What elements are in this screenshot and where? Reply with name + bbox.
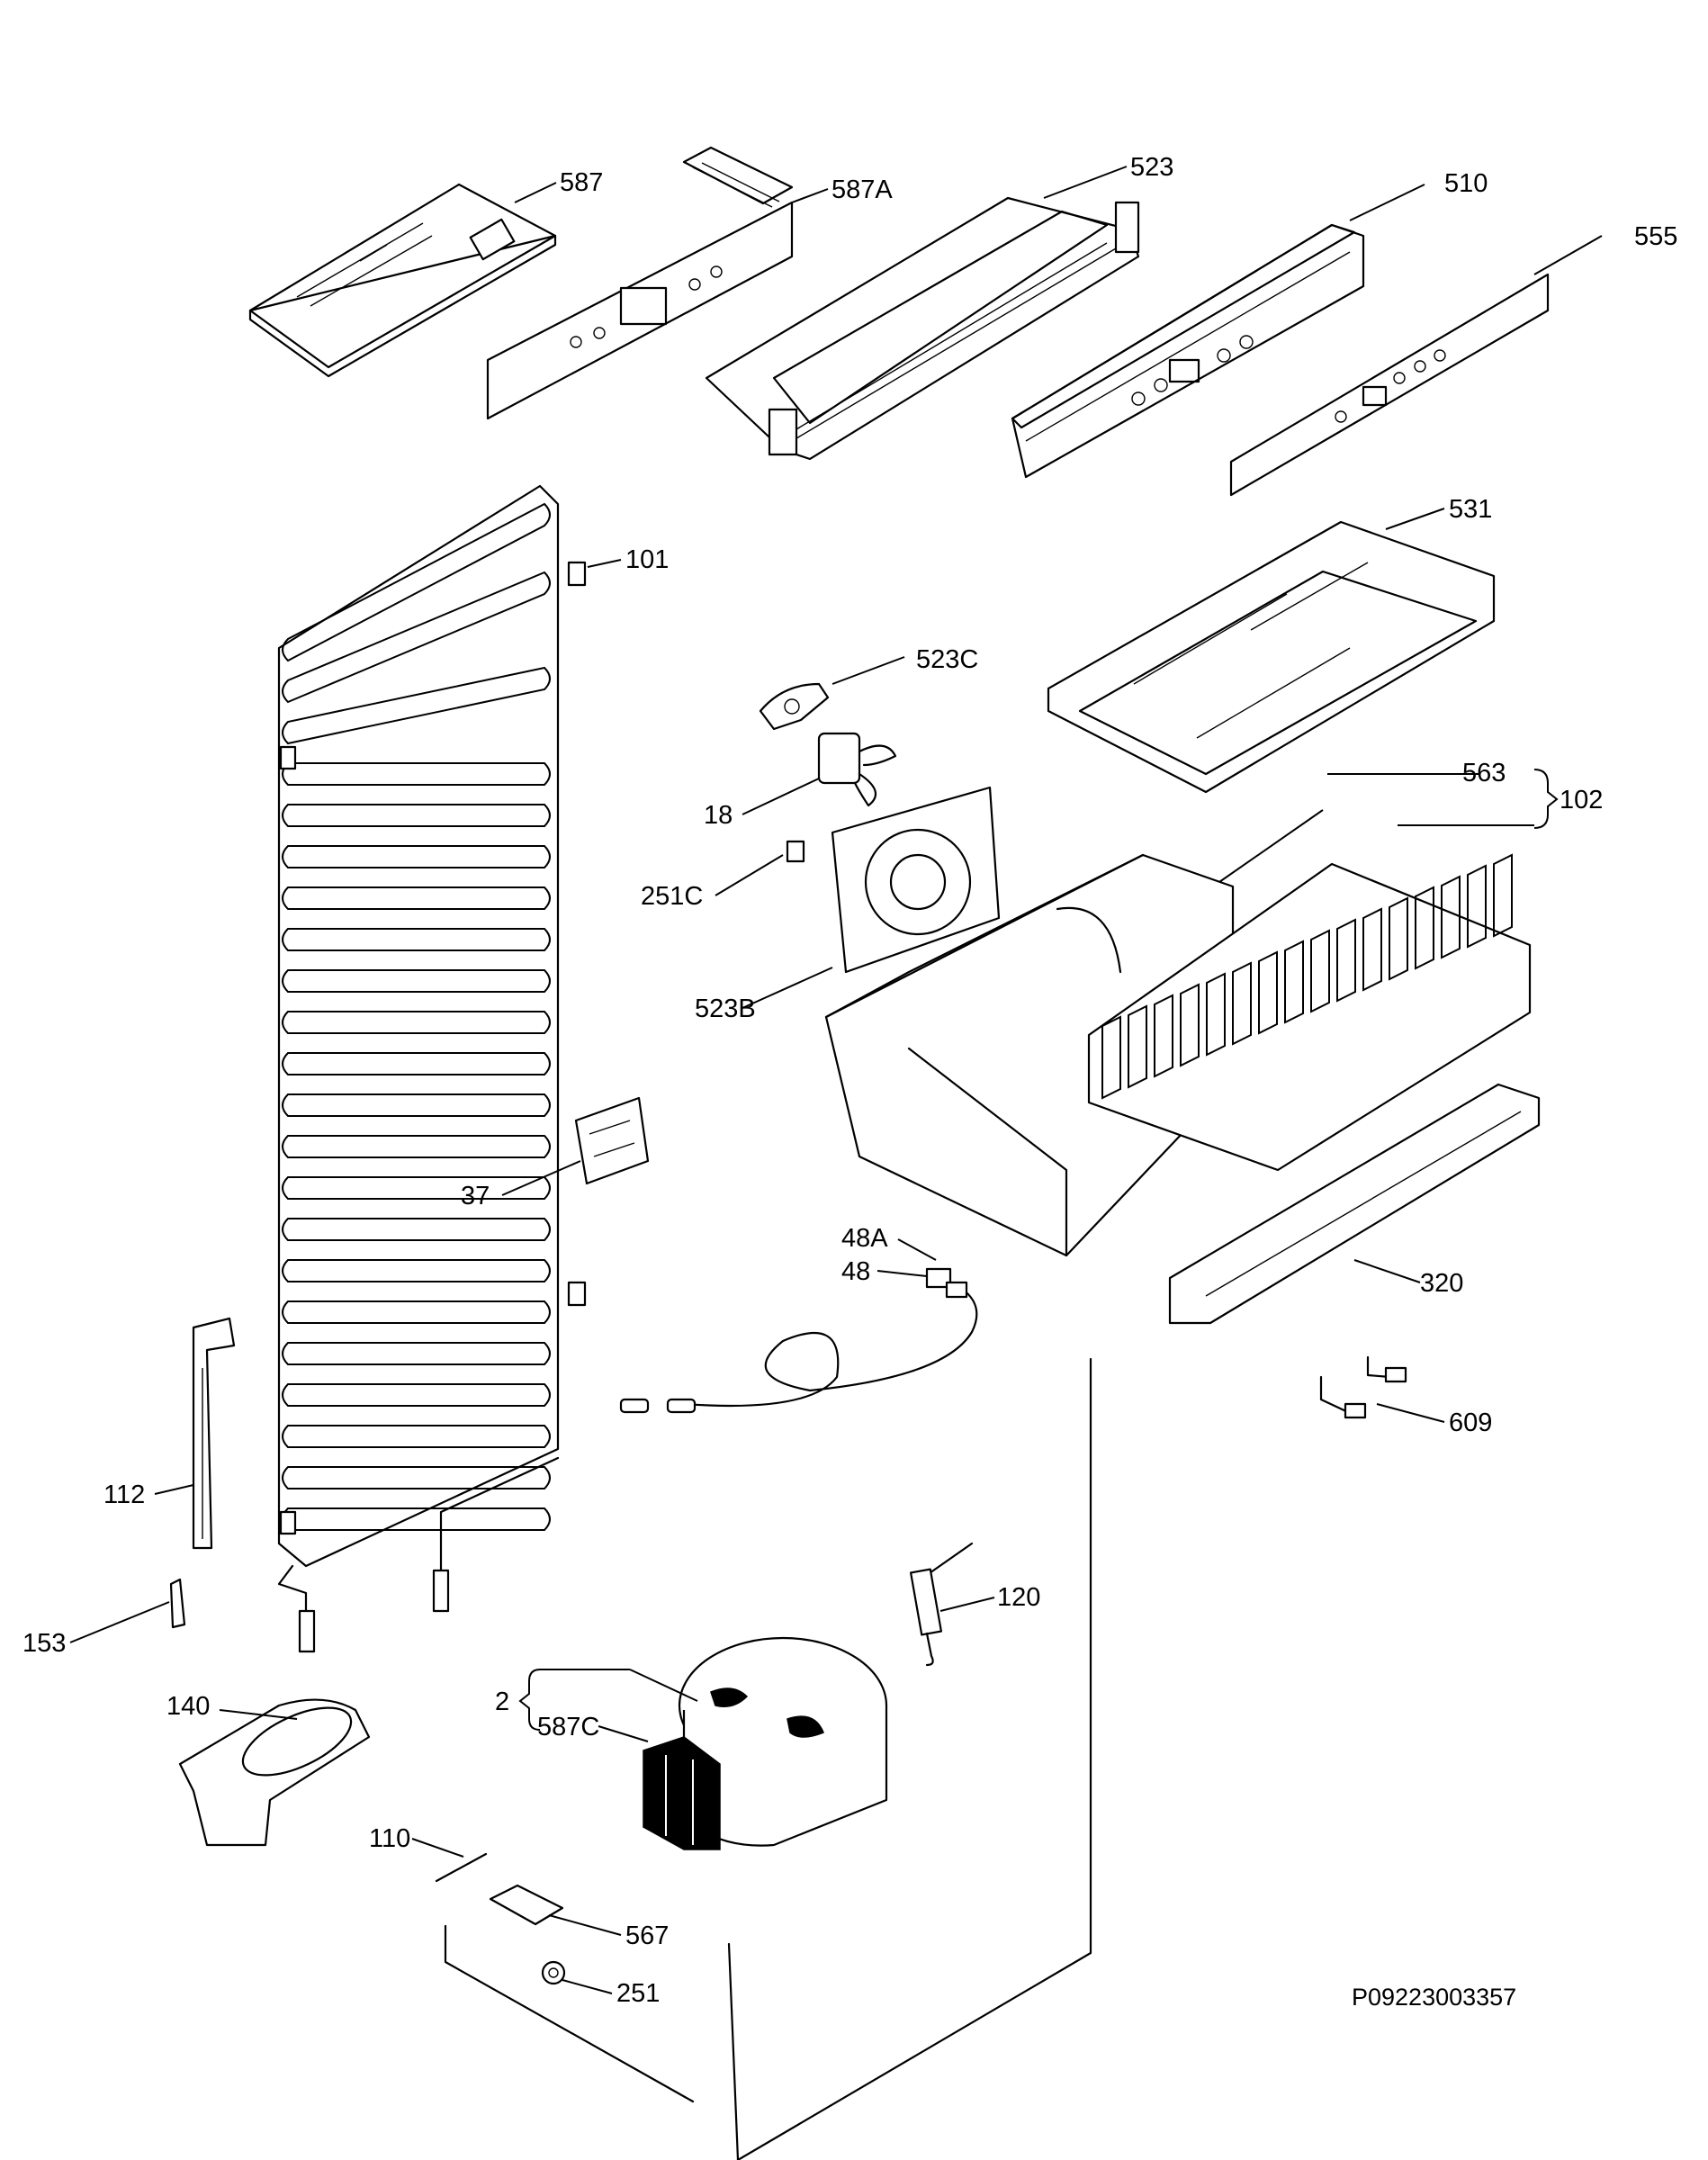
evaporator-fin-loop bbox=[1336, 918, 1356, 1003]
evaporator-fin-loop bbox=[1493, 853, 1513, 938]
condenser-coil-loop bbox=[282, 1425, 551, 1448]
evaporator-fin-loop bbox=[1310, 929, 1330, 1013]
condenser-coil-loop bbox=[282, 1218, 551, 1241]
part-251C-small-part[interactable] bbox=[786, 840, 805, 863]
label-609: 609 bbox=[1449, 1408, 1492, 1437]
label-523C: 523C bbox=[916, 645, 978, 674]
condenser-coil-loop bbox=[282, 571, 551, 704]
part-37-starter-relay[interactable] bbox=[574, 1096, 650, 1185]
evaporator-fin-loop bbox=[1180, 983, 1200, 1067]
label-251: 251 bbox=[616, 1979, 660, 2008]
part-110-tube[interactable] bbox=[435, 1852, 488, 1883]
condenser-coil-loop bbox=[282, 1342, 551, 1365]
part-112-drain-tube[interactable] bbox=[192, 1317, 236, 1550]
label-320: 320 bbox=[1420, 1269, 1463, 1298]
evaporator-fin-loop bbox=[1128, 1004, 1147, 1089]
label-140: 140 bbox=[166, 1692, 210, 1721]
part-251-plug[interactable] bbox=[541, 1960, 566, 1985]
label-587A: 587A bbox=[832, 176, 893, 204]
part-102-evaporator[interactable] bbox=[1087, 853, 1532, 1172]
part-587A-display-board[interactable] bbox=[486, 146, 794, 420]
condenser-coil-loop bbox=[282, 762, 551, 786]
reference-code: P09223003357 bbox=[1352, 1984, 1516, 2011]
part-120-filter-drier[interactable] bbox=[909, 1542, 974, 1667]
condenser-coil-loop bbox=[282, 1300, 551, 1324]
evaporator-fin-loop bbox=[1284, 940, 1304, 1024]
evaporator-fin-loop bbox=[1441, 875, 1461, 959]
part-609-connectors[interactable] bbox=[1319, 1355, 1407, 1419]
condenser-coil-loop bbox=[282, 928, 551, 951]
condenser-coil-loop bbox=[282, 1259, 551, 1282]
label-101: 101 bbox=[625, 545, 669, 574]
part-587C-compressor-electronics[interactable] bbox=[643, 1736, 721, 1850]
evaporator-fin-loop bbox=[1258, 950, 1278, 1035]
part-153-clip[interactable] bbox=[169, 1578, 186, 1629]
evaporator-fin-loop bbox=[1154, 994, 1173, 1078]
label-523B: 523B bbox=[695, 994, 756, 1023]
condenser-coil-loop bbox=[282, 1508, 551, 1531]
label-48A: 48A bbox=[841, 1224, 888, 1253]
part-523C-fan-bracket[interactable] bbox=[759, 682, 830, 731]
label-563: 563 bbox=[1462, 759, 1506, 788]
evaporator-fin-loop bbox=[1415, 886, 1434, 970]
label-48: 48 bbox=[841, 1257, 870, 1286]
label-2: 2 bbox=[495, 1688, 509, 1716]
condenser-coil-loop bbox=[282, 666, 551, 745]
label-523: 523 bbox=[1130, 153, 1173, 182]
label-37: 37 bbox=[461, 1182, 490, 1210]
condenser-coil-loop bbox=[282, 969, 551, 993]
part-101-condenser[interactable] bbox=[277, 484, 587, 1653]
condenser-coil-loop bbox=[282, 502, 551, 662]
part-510-front-panel[interactable] bbox=[1011, 223, 1365, 479]
label-153: 153 bbox=[22, 1629, 66, 1658]
label-555: 555 bbox=[1634, 222, 1677, 251]
condenser-coil-loop bbox=[282, 886, 551, 910]
evaporator-fin-loop bbox=[1232, 961, 1252, 1046]
label-567: 567 bbox=[625, 1922, 669, 1950]
part-48-wiring-harness[interactable] bbox=[619, 1267, 978, 1414]
label-510: 510 bbox=[1444, 169, 1488, 198]
part-523B-fan-cover[interactable] bbox=[831, 786, 1001, 974]
cabinet-outline bbox=[444, 1357, 1092, 2160]
label-587C: 587C bbox=[537, 1713, 599, 1742]
part-567-plate[interactable] bbox=[489, 1884, 564, 1926]
part-587-control-board[interactable] bbox=[248, 183, 557, 378]
label-120: 120 bbox=[997, 1583, 1040, 1612]
label-112: 112 bbox=[103, 1480, 145, 1509]
evaporator-fin-loop bbox=[1206, 972, 1226, 1057]
condenser-coil-loop bbox=[282, 1052, 551, 1076]
label-102: 102 bbox=[1560, 786, 1603, 814]
part-18-fan-motor[interactable] bbox=[817, 732, 897, 807]
condenser-coil-loop bbox=[282, 1094, 551, 1117]
label-18: 18 bbox=[704, 801, 733, 830]
part-531-evaporator-cover[interactable] bbox=[1047, 520, 1496, 794]
part-320-crisper-rail[interactable] bbox=[1168, 1083, 1541, 1325]
condenser-coil-loop bbox=[282, 845, 551, 868]
part-555-decor-strip[interactable] bbox=[1229, 273, 1550, 497]
condenser-coil-loop bbox=[282, 1383, 551, 1407]
condenser-coil-loop bbox=[282, 1135, 551, 1158]
evaporator-fin-loop bbox=[1467, 864, 1487, 949]
evaporator-fin-loop bbox=[1101, 1015, 1121, 1100]
condenser-coil-loop bbox=[282, 1466, 551, 1490]
condenser-coil-loop bbox=[282, 1011, 551, 1034]
label-251C: 251C bbox=[641, 882, 703, 911]
part-523-control-housing[interactable] bbox=[705, 196, 1140, 461]
condenser-coil-loop bbox=[282, 1176, 551, 1200]
label-110: 110 bbox=[369, 1824, 410, 1853]
evaporator-fin-loop bbox=[1362, 907, 1382, 992]
evaporator-fin-loop bbox=[1389, 896, 1408, 981]
label-531: 531 bbox=[1449, 495, 1492, 524]
condenser-coil-loop bbox=[282, 804, 551, 827]
label-587: 587 bbox=[560, 168, 603, 197]
